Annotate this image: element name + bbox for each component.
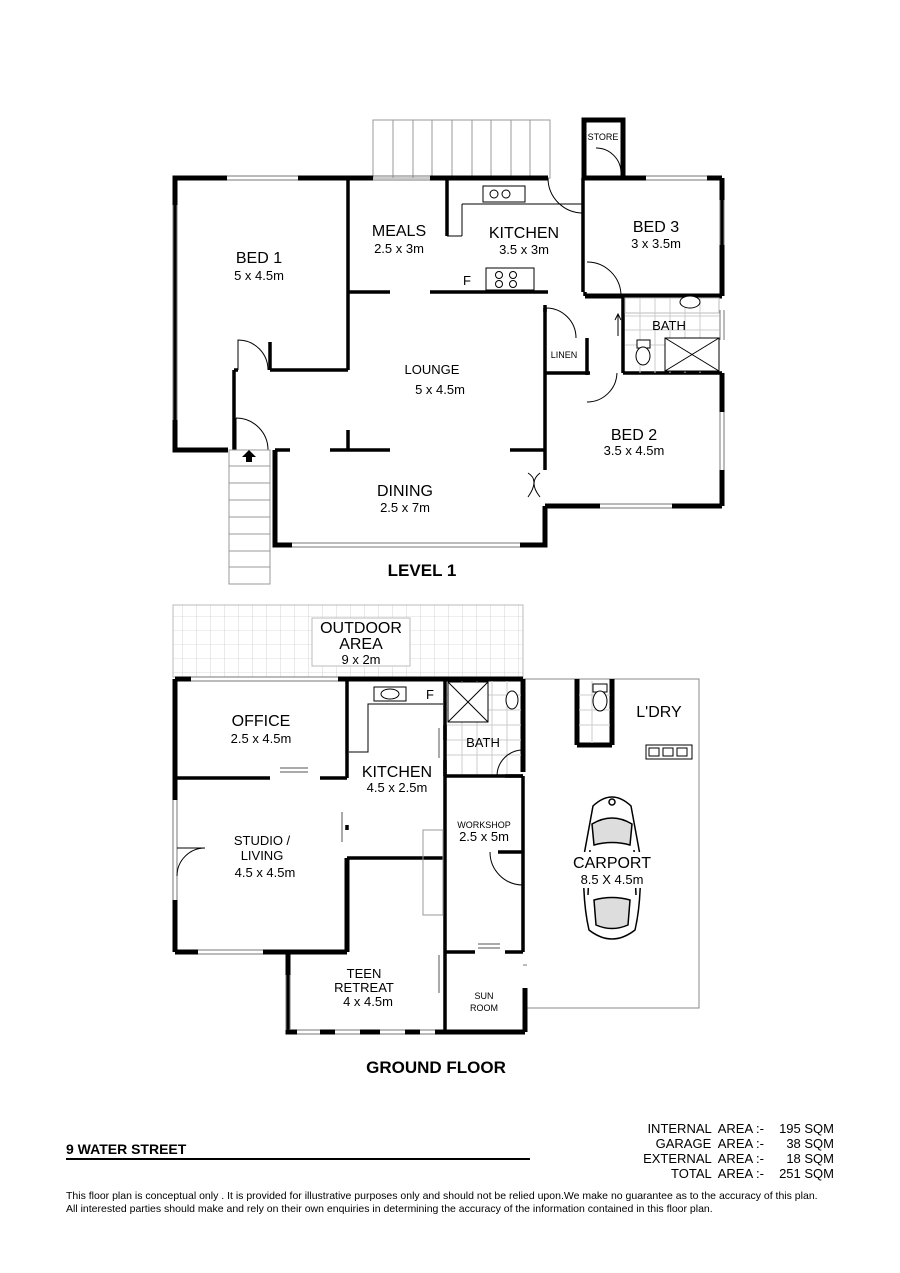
workshop-dim: 2.5 x 5m xyxy=(459,829,509,844)
ground-bath-fittings xyxy=(447,681,524,777)
area-label: GARAGE AREA :- xyxy=(655,1136,764,1151)
area-label: EXTERNAL AREA :- xyxy=(643,1151,764,1166)
bed3-dim: 3 x 3.5m xyxy=(631,236,681,251)
level1-outer-walls xyxy=(172,117,725,548)
area-value: 195 SQM xyxy=(779,1121,834,1136)
fridge-label: F xyxy=(463,273,471,288)
ground-windows xyxy=(172,676,527,1035)
meals-label: MEALS xyxy=(372,223,426,240)
meals-dim: 2.5 x 3m xyxy=(374,241,424,256)
kitchen-dim: 3.5 x 3m xyxy=(499,242,549,257)
area-row-garage: GARAGE AREA :- 38 SQM xyxy=(643,1136,834,1151)
bed3-label: BED 3 xyxy=(633,219,679,236)
studio-label-line2: LIVING xyxy=(241,848,284,863)
area-row-total: TOTAL AREA :- 251 SQM xyxy=(643,1166,834,1181)
level1-windows xyxy=(172,175,725,548)
lounge-dim: 5 x 4.5m xyxy=(415,382,465,397)
linen-label: LINEN xyxy=(551,350,578,360)
ground-plan xyxy=(172,604,700,1035)
area-row-internal: INTERNAL AREA :- 195 SQM xyxy=(643,1121,834,1136)
lounge-label: LOUNGE xyxy=(405,362,460,377)
area-label: TOTAL AREA :- xyxy=(671,1166,764,1181)
bed2-dim: 3.5 x 4.5m xyxy=(604,443,665,458)
ground-kitchen-counter xyxy=(349,686,444,916)
laundry-label: L'DRY xyxy=(636,704,682,721)
office-label: OFFICE xyxy=(232,713,291,730)
bath-label: BATH xyxy=(652,318,686,333)
workshop-label: WORKSHOP xyxy=(457,820,511,830)
outdoor-dim: 9 x 2m xyxy=(341,652,380,667)
ground-title: GROUND FLOOR xyxy=(366,1058,506,1077)
area-value: 251 SQM xyxy=(779,1166,834,1181)
teen-dim: 4 x 4.5m xyxy=(343,994,393,1009)
ground-labels: OUTDOOR AREA 9 x 2m OFFICE 2.5 x 4.5m KI… xyxy=(231,620,682,1077)
laundry-fittings xyxy=(579,681,693,760)
outdoor-label-bg xyxy=(311,617,411,667)
area-label: INTERNAL AREA :- xyxy=(647,1121,764,1136)
ground-outer-walls xyxy=(172,676,615,1035)
address-underline xyxy=(66,1158,530,1160)
ground-interior-walls xyxy=(175,679,525,1032)
outdoor-label-line1: OUTDOOR xyxy=(320,620,402,637)
studio-label-line1: STUDIO / xyxy=(234,833,291,848)
bed2-label: BED 2 xyxy=(611,427,657,444)
area-row-external: EXTERNAL AREA :- 18 SQM xyxy=(643,1151,834,1166)
ground-kitchen-dim: 4.5 x 2.5m xyxy=(367,780,428,795)
property-address: 9 WATER STREET xyxy=(66,1141,187,1157)
ground-kitchen-label: KITCHEN xyxy=(362,764,432,781)
kitchen-label: KITCHEN xyxy=(489,225,559,242)
outdoor-label-line2: AREA xyxy=(339,636,383,653)
level1-top-stairs xyxy=(372,119,551,179)
level1-plan xyxy=(172,117,725,585)
area-summary: INTERNAL AREA :- 195 SQM GARAGE AREA :- … xyxy=(643,1121,834,1181)
dining-dim: 2.5 x 7m xyxy=(380,500,430,515)
entry-arrow-icon xyxy=(242,450,256,462)
level1-title: LEVEL 1 xyxy=(388,561,457,580)
area-value: 38 SQM xyxy=(786,1136,834,1151)
bed1-dim: 5 x 4.5m xyxy=(234,268,284,283)
level1-interior-walls xyxy=(232,178,722,470)
level1-entry-stairs xyxy=(228,449,271,585)
level1-labels: BED 1 5 x 4.5m MEALS 2.5 x 3m KITCHEN 3.… xyxy=(234,132,686,580)
office-dim: 2.5 x 4.5m xyxy=(231,731,292,746)
studio-dim: 4.5 x 4.5m xyxy=(235,865,296,880)
level1-door-swings xyxy=(235,147,622,498)
level1-bath-fittings xyxy=(624,295,720,373)
door-arrow-icon xyxy=(614,312,622,336)
ground-door-swings xyxy=(176,728,524,993)
sunroom-label-line2: ROOM xyxy=(470,1003,498,1013)
teen-label-line2: RETREAT xyxy=(334,980,394,995)
carport-label-bg xyxy=(565,852,661,888)
ground-fridge-label: F xyxy=(426,687,434,702)
teen-label-line1: TEEN xyxy=(347,966,382,981)
sunroom-label-line1: SUN xyxy=(474,991,493,1001)
carport-dim: 8.5 X 4.5m xyxy=(581,872,644,887)
bed1-label: BED 1 xyxy=(236,250,282,267)
disclaimer-text: This floor plan is conceptual only . It … xyxy=(66,1190,818,1215)
store-label: STORE xyxy=(588,132,619,142)
ground-bath-label: BATH xyxy=(466,735,500,750)
carport-label: CARPORT xyxy=(573,855,651,872)
level1-kitchen-fittings xyxy=(447,185,583,291)
area-value: 18 SQM xyxy=(786,1151,834,1166)
dining-label: DINING xyxy=(377,483,433,500)
